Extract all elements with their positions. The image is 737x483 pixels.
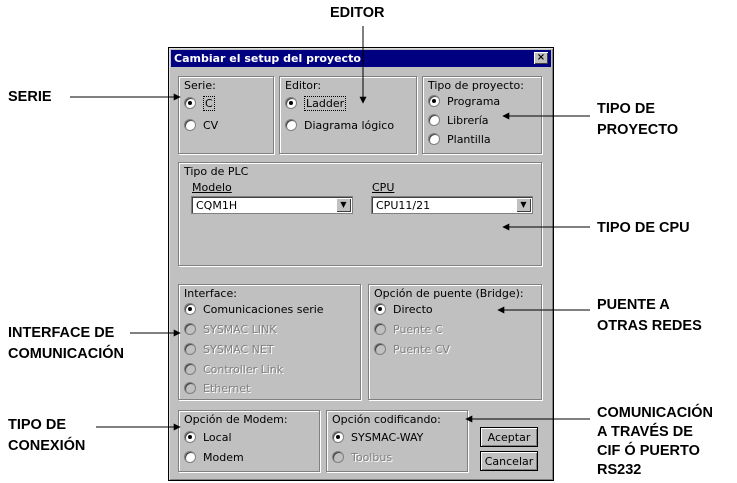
interface-group-label: Interface: — [184, 287, 237, 300]
close-icon[interactable]: × — [534, 52, 548, 64]
codificando-group: Opción codificando: SYSMAC-WAY Toolbus — [326, 410, 468, 472]
radio-icon — [184, 343, 196, 355]
serie-group-label: Serie: — [184, 79, 216, 92]
modem-option-modem[interactable]: Modem — [184, 451, 244, 464]
codificando-option-sysmac-way[interactable]: SYSMAC-WAY — [332, 431, 423, 444]
modem-group-label: Opción de Modem: — [184, 413, 288, 426]
editor-option-diagrama[interactable]: Diagrama lógico — [285, 119, 394, 132]
annotation-tipo-proyecto-line2: PROYECTO — [597, 122, 679, 138]
radio-icon — [184, 451, 196, 463]
editor-group: Editor: Ladder Diagrama lógico — [279, 76, 417, 154]
radio-selected-icon — [332, 431, 344, 443]
tipo-plc-group-label: Tipo de PLC — [184, 165, 249, 178]
interface-option-controller-link[interactable]: Controller Link — [184, 363, 283, 376]
cpu-value: CPU11/21 — [376, 199, 431, 212]
modelo-value: CQM1H — [196, 199, 238, 212]
radio-icon — [184, 323, 196, 335]
modem-option-local[interactable]: Local — [184, 431, 232, 444]
annotation-cif-line3: CIF Ó PUERTO — [597, 443, 700, 459]
annotation-serie: SERIE — [8, 89, 52, 105]
setup-dialog: Cambiar el setup del proyecto × Serie: C… — [168, 47, 554, 481]
radio-selected-icon — [285, 97, 297, 109]
tipo-proyecto-option-libreria[interactable]: Librería — [428, 114, 489, 127]
cpu-dropdown[interactable]: CPU11/21 ▼ — [371, 196, 533, 214]
annotation-interface-line1: INTERFACE DE — [8, 325, 115, 341]
annotation-puente-line2: OTRAS REDES — [597, 318, 702, 334]
annotation-cif-line4: RS232 — [597, 462, 642, 478]
annotation-tipo-proyecto-line1: TIPO DE — [597, 101, 656, 117]
radio-icon — [428, 133, 440, 145]
radio-icon — [184, 363, 196, 375]
annotation-editor: EDITOR — [330, 5, 385, 21]
codificando-option-toolbus[interactable]: Toolbus — [332, 451, 392, 464]
puente-option-puente-cv[interactable]: Puente CV — [374, 343, 450, 356]
radio-selected-icon — [428, 95, 440, 107]
annotation-tipo-cpu: TIPO DE CPU — [597, 220, 690, 236]
radio-icon — [184, 119, 196, 131]
chevron-down-icon[interactable]: ▼ — [336, 198, 351, 212]
puente-option-directo[interactable]: Directo — [374, 303, 433, 316]
dialog-title: Cambiar el setup del proyecto — [174, 52, 361, 65]
modelo-dropdown[interactable]: CQM1H ▼ — [191, 196, 353, 214]
tipo-proyecto-option-programa[interactable]: Programa — [428, 95, 500, 108]
puente-option-puente-c[interactable]: Puente C — [374, 323, 442, 336]
dialog-titlebar: Cambiar el setup del proyecto × — [171, 50, 551, 67]
serie-option-cv[interactable]: CV — [184, 119, 218, 132]
interface-group: Interface: Comunicaciones serie SYSMAC L… — [178, 284, 361, 400]
tipo-proyecto-group-label: Tipo de proyecto: — [428, 79, 524, 92]
annotation-conexion-line1: TIPO DE — [8, 417, 67, 433]
chevron-down-icon[interactable]: ▼ — [516, 198, 531, 212]
serie-option-c[interactable]: C — [184, 96, 215, 111]
aceptar-button[interactable]: Aceptar — [480, 427, 538, 447]
interface-option-ethernet[interactable]: Ethernet — [184, 382, 250, 395]
cpu-label: CPU — [372, 181, 395, 194]
annotation-interface-line2: COMUNICACIÓN — [8, 346, 124, 362]
annotation-cif-line2: A TRAVÉS DE — [597, 424, 693, 440]
radio-icon — [285, 119, 297, 131]
tipo-proyecto-option-plantilla[interactable]: Plantilla — [428, 133, 491, 146]
radio-selected-icon — [184, 303, 196, 315]
interface-option-serie[interactable]: Comunicaciones serie — [184, 303, 324, 316]
interface-option-sysmac-link[interactable]: SYSMAC LINK — [184, 323, 277, 336]
radio-icon — [374, 323, 386, 335]
radio-selected-icon — [374, 303, 386, 315]
editor-group-label: Editor: — [285, 79, 322, 92]
radio-selected-icon — [184, 97, 196, 109]
tipo-plc-group: Tipo de PLC Modelo CQM1H ▼ CPU CPU11/21 … — [178, 162, 542, 266]
radio-icon — [428, 114, 440, 126]
radio-icon — [184, 382, 196, 394]
annotation-conexion-line2: CONEXIÓN — [8, 438, 86, 454]
interface-option-sysmac-net[interactable]: SYSMAC NET — [184, 343, 274, 356]
modelo-label: Modelo — [192, 181, 232, 194]
tipo-proyecto-group: Tipo de proyecto: Programa Librería Plan… — [422, 76, 542, 154]
annotation-puente-line1: PUENTE A — [597, 297, 670, 313]
radio-icon — [332, 451, 344, 463]
annotation-cif-line1: COMUNICACIÓN — [597, 405, 713, 421]
puente-group: Opción de puente (Bridge): Directo Puent… — [368, 284, 542, 400]
editor-option-ladder[interactable]: Ladder — [285, 96, 347, 111]
modem-group: Opción de Modem: Local Modem — [178, 410, 320, 472]
cancelar-button[interactable]: Cancelar — [480, 451, 538, 471]
serie-group: Serie: C CV — [178, 76, 274, 154]
radio-selected-icon — [184, 431, 196, 443]
radio-icon — [374, 343, 386, 355]
codificando-group-label: Opción codificando: — [332, 413, 441, 426]
puente-group-label: Opción de puente (Bridge): — [374, 287, 524, 300]
